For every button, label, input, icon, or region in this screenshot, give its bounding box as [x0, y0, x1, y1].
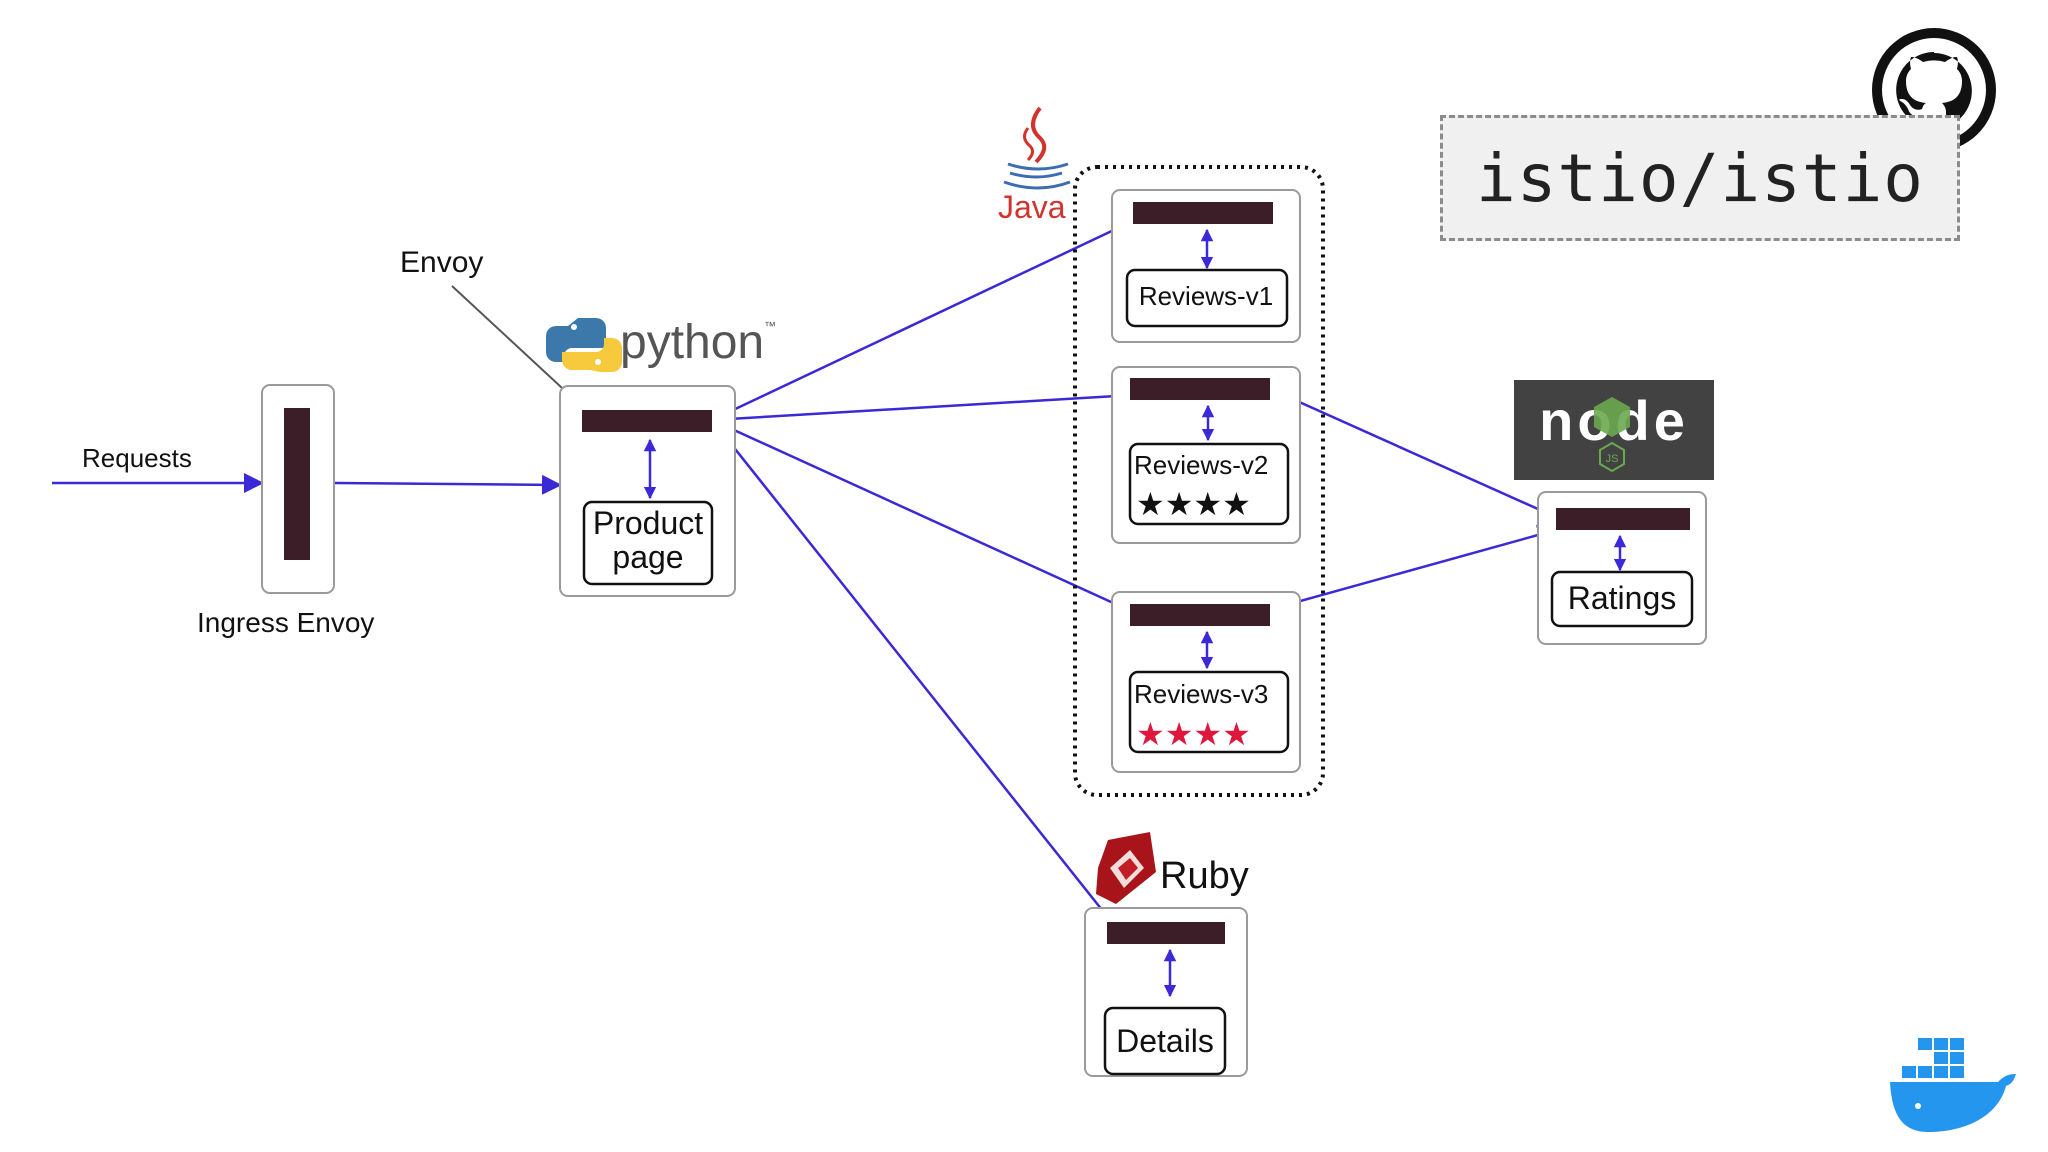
- arrow-productpage-to-details: [711, 419, 1120, 932]
- ratings-envoy-bar: [1556, 508, 1690, 530]
- ruby-logo: Ruby: [1096, 832, 1249, 904]
- github-icon: [1872, 28, 1996, 152]
- python-trademark: ™: [764, 319, 776, 333]
- requests-label: Requests: [82, 443, 192, 473]
- reviews-v1-label: Reviews-v1: [1139, 281, 1273, 311]
- productpage-node: [559, 385, 736, 597]
- ratings-label: Ratings: [1568, 580, 1677, 616]
- reviews-v1-envoy-bar: [1133, 202, 1273, 224]
- repo-badge: istio/istio: [1440, 115, 1960, 241]
- java-cup-icon: [1003, 106, 1071, 190]
- productpage-label-line1: Product: [593, 505, 703, 541]
- python-wordmark: python: [620, 316, 764, 369]
- python-snake-icon: [546, 318, 622, 372]
- reviews-v2-envoy-bar: [1130, 378, 1270, 400]
- reviews-v3-stars: ★★★★: [1136, 716, 1251, 752]
- reviews-v3-label: Reviews-v3: [1134, 679, 1268, 709]
- nodejs-logo: node JS: [1514, 380, 1714, 480]
- ingress-envoy-label: Ingress Envoy: [197, 607, 374, 638]
- reviews-v2-node: [1111, 366, 1301, 544]
- ratings-node: [1537, 491, 1707, 645]
- java-logo: Java: [998, 106, 1071, 225]
- java-wordmark: Java: [998, 189, 1066, 225]
- reviews-v3-node: [1111, 591, 1301, 773]
- ingress-envoy-node: [261, 384, 335, 594]
- flow-arrows: [52, 218, 1560, 932]
- arrow-productpage-to-reviews-v3: [711, 418, 1135, 614]
- reviews-v2-stars: ★★★★: [1136, 486, 1251, 522]
- envoy-label: Envoy: [400, 246, 483, 279]
- details-envoy-bar: [1107, 922, 1225, 944]
- python-logo: python ™: [546, 316, 776, 372]
- details-node: [1084, 907, 1248, 1077]
- reviews-v2-label: Reviews-v2: [1134, 450, 1268, 480]
- ruby-gem-icon: [1096, 832, 1156, 904]
- ingress-envoy-bar: [284, 408, 310, 560]
- arrow-productpage-to-reviews-v1: [711, 218, 1137, 422]
- ruby-wordmark: Ruby: [1160, 855, 1249, 897]
- docker-icon: [1890, 1038, 2016, 1132]
- node-hexagon-icon: [1594, 397, 1630, 437]
- node-js-badge: JS: [1606, 453, 1619, 465]
- arrow-reviews-v3-to-ratings: [1267, 525, 1558, 612]
- productpage-envoy-bar: [582, 410, 712, 432]
- reviews-group-border: [1073, 165, 1325, 797]
- productpage-label-line2: page: [612, 539, 683, 575]
- reviews-v1-node: [1111, 189, 1301, 343]
- reviews-v3-envoy-bar: [1130, 604, 1270, 626]
- details-label: Details: [1116, 1023, 1214, 1059]
- arrow-reviews-v2-to-ratings: [1267, 386, 1560, 520]
- arrow-productpage-to-reviews-v2: [711, 386, 1135, 422]
- arrow-ingress-to-productpage: [334, 474, 562, 495]
